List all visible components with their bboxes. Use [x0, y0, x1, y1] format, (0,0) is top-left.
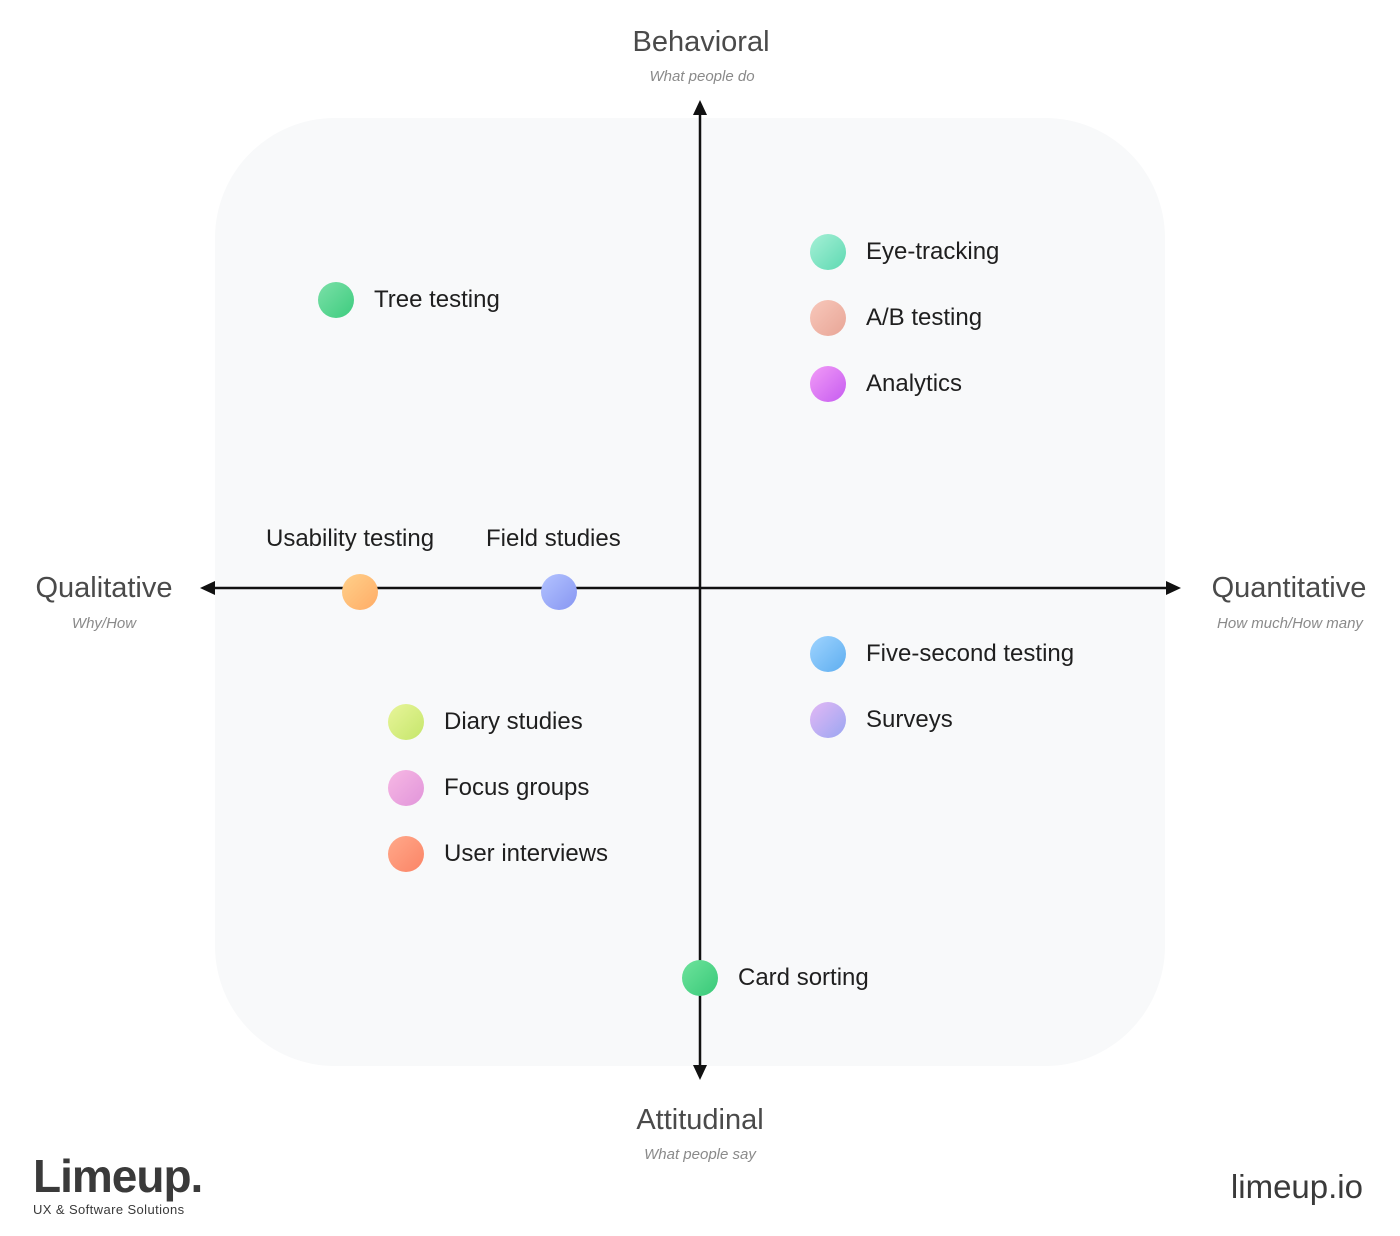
arrow-left — [200, 581, 215, 595]
method-ab-testing: A/B testing — [810, 300, 982, 336]
surveys-dot — [810, 702, 846, 738]
user-interviews-dot — [388, 836, 424, 872]
method-label: A/B testing — [866, 304, 983, 331]
usability-testing-dot — [342, 574, 378, 610]
logo-wordmark: Limeup. — [33, 1150, 203, 1202]
field-studies-dot — [541, 574, 577, 610]
axis-title-behavioral: Behavioral — [632, 26, 770, 58]
method-label: User interviews — [444, 840, 609, 867]
logo-tagline: UX & Software Solutions — [33, 1202, 185, 1217]
method-surveys: Surveys — [810, 702, 953, 738]
arrow-up — [693, 100, 707, 115]
method-diary-studies: Diary studies — [388, 704, 583, 740]
axis-subtitle-qualitative: Why/How — [71, 615, 137, 632]
method-focus-groups: Focus groups — [388, 770, 589, 806]
website-link[interactable]: limeup.io — [1230, 1168, 1363, 1205]
method-label: Eye-tracking — [866, 238, 1000, 265]
five-second-testing-dot — [810, 636, 846, 672]
method-label: Focus groups — [444, 774, 590, 801]
method-label: Diary studies — [444, 708, 583, 735]
field-studies-label: Field studies — [486, 525, 621, 552]
method-five-second-testing: Five-second testing — [810, 636, 1074, 672]
arrow-right — [1166, 581, 1181, 595]
axis-title-qualitative: Qualitative — [35, 572, 173, 604]
limeup-logo: Limeup. UX & Software Solutions — [33, 1150, 203, 1217]
method-tree-testing: Tree testing — [318, 282, 500, 318]
axis-title-attitudinal: Attitudinal — [636, 1104, 764, 1136]
method-label: Tree testing — [374, 286, 500, 313]
axis-subtitle-quantitative: How much/How many — [1217, 615, 1363, 632]
card-sorting-dot — [682, 960, 718, 996]
method-label: Five-second testing — [866, 640, 1075, 667]
axis-subtitle-attitudinal: What people say — [644, 1146, 756, 1163]
analytics-dot — [810, 366, 846, 402]
axis-subtitle-behavioral: What people do — [649, 68, 755, 85]
focus-groups-dot — [388, 770, 424, 806]
method-analytics: Analytics — [810, 366, 962, 402]
method-label: Analytics — [866, 370, 963, 397]
method-label: Card sorting — [738, 964, 869, 991]
axis-title-quantitative: Quantitative — [1211, 572, 1367, 604]
tree-testing-dot — [318, 282, 354, 318]
diary-studies-dot — [388, 704, 424, 740]
method-label: Surveys — [866, 706, 953, 733]
arrow-down — [693, 1065, 707, 1080]
ab-testing-dot — [810, 300, 846, 336]
usability-testing-label: Usability testing — [266, 525, 435, 552]
method-eye-tracking: Eye-tracking — [810, 234, 999, 270]
method-user-interviews: User interviews — [388, 836, 608, 872]
eye-tracking-dot — [810, 234, 846, 270]
method-card-sorting: Card sorting — [682, 960, 869, 996]
